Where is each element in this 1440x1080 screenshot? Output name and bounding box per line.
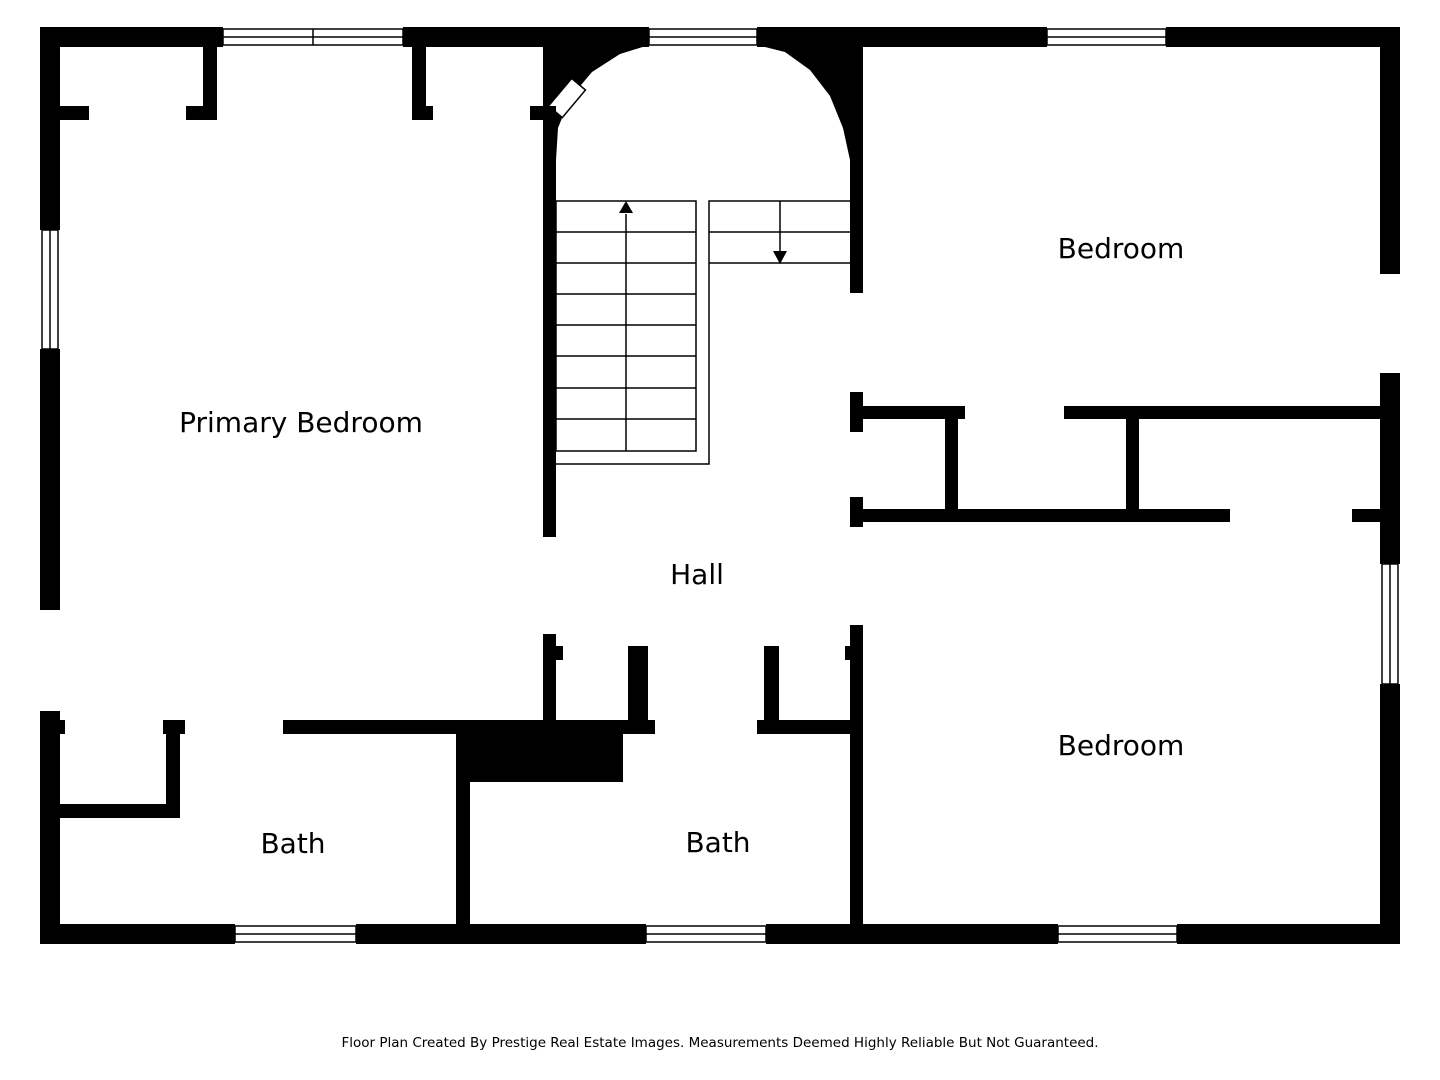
window-primary-left	[41, 229, 59, 350]
window-stair-top	[648, 28, 758, 46]
window-primary-top	[222, 28, 404, 46]
window-bath-left-bottom	[234, 925, 357, 943]
credit-text: Floor Plan Created By Prestige Real Esta…	[341, 1035, 1098, 1051]
down-arrow-icon	[773, 251, 787, 264]
stairs-arrows	[619, 201, 787, 264]
window-bedroom-bottom	[1057, 925, 1178, 943]
label-bedroom-lower: Bedroom	[1058, 729, 1185, 762]
label-bath-left: Bath	[260, 827, 325, 860]
label-bath-center: Bath	[685, 826, 750, 859]
up-arrow-icon	[619, 201, 633, 213]
interior-walls	[60, 47, 1400, 934]
windows	[41, 28, 1399, 943]
window-bedroom-top	[1046, 28, 1167, 46]
window-bath-center-bottom	[645, 925, 767, 943]
label-primary-bedroom: Primary Bedroom	[179, 406, 423, 439]
window-bedroom-right	[1381, 563, 1399, 685]
exterior-walls	[40, 27, 1400, 944]
label-bedroom-upper: Bedroom	[1058, 232, 1185, 265]
label-hall: Hall	[670, 558, 724, 591]
